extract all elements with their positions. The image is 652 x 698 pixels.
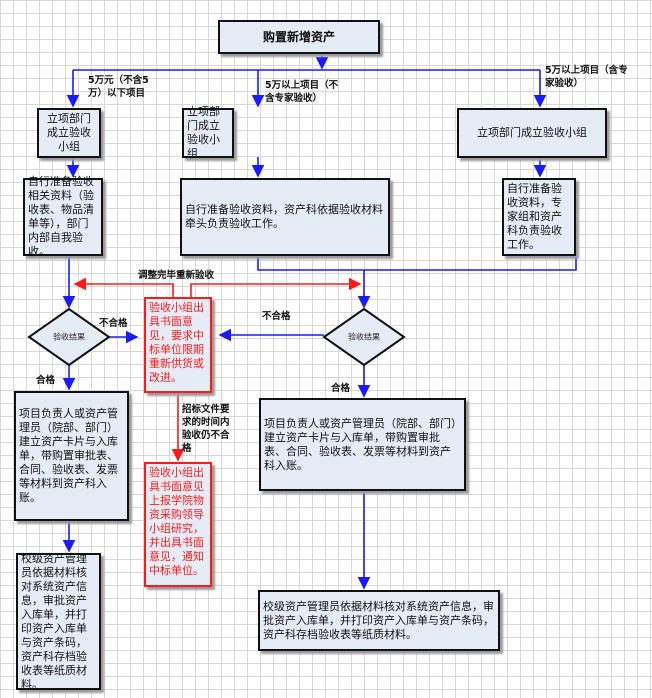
right-fail-label: 不合格	[262, 311, 291, 322]
rework-opinion2-box: 验收小组出具书面意见上报学院物资采购领导小组研究，并出具书面意见，通知中标单位。	[144, 462, 212, 587]
right-decision-diamond	[322, 307, 406, 367]
right-step3-box: 项目负责人或资产管理员（院部、部门）建立资产卡片与入库单，带购置审批表、合同、验…	[259, 398, 466, 491]
left-step1-box: 立项部门成立验收小组	[37, 108, 101, 158]
left-decision-label: 验收结果	[53, 332, 85, 342]
right-branch-label: 5万以上项目（含专家验收）	[545, 65, 628, 89]
flow-lines	[62, 53, 577, 590]
left-branch-label: 5万元（不含5万）以下项目	[88, 75, 149, 99]
title-box: 购置新增资产	[218, 20, 380, 54]
middle-step1-box: 立项部门成立验收小组	[182, 105, 234, 160]
rework-loop-label: 调整完毕重新验收	[138, 270, 215, 281]
left-step4-box: 校级资产管理员依据材料核对系统资产信息，审批资产入库单，并打印资产入库单与资产条…	[16, 552, 101, 691]
right-step1-box: 立项部门成立验收小组	[457, 108, 607, 158]
left-step2-box: 自行准备验收相关资料（验收表、物品清单等），部门内部自我验收。	[23, 175, 103, 258]
right-decision-label: 验收结果	[348, 332, 380, 342]
right-pass-label: 合格	[331, 383, 351, 394]
left-fail-label: 不合格	[99, 318, 128, 329]
middle-step2-box: 自行准备验收资料，资产科依据验收材料牵头负责验收工作。	[180, 178, 390, 256]
middle-branch-label: 5万以上项目（不含专家验收）	[265, 80, 339, 104]
left-step3-box: 项目负责人或资产管理员（院部、部门）建立资产卡片与入库单，带购置审批表、合同、验…	[14, 391, 129, 521]
right-step4-box: 校级资产管理员依据材料核对系统资产信息，审批资产入库单，并打印资产入库单与资产条…	[258, 590, 500, 651]
rework-opinion1-box: 验收小组出具书面意见，要求中标单位限期重新供货或改进。	[144, 297, 212, 393]
left-pass-label: 合格	[36, 375, 56, 386]
rework-lines	[73, 277, 362, 462]
escalate-label: 招标文件要求的时间内验收仍不合格	[182, 404, 230, 454]
right-step2-box: 自行准备验收资料，专家组和资产科负责验收工作。	[502, 178, 576, 256]
left-decision-diamond	[27, 307, 111, 367]
